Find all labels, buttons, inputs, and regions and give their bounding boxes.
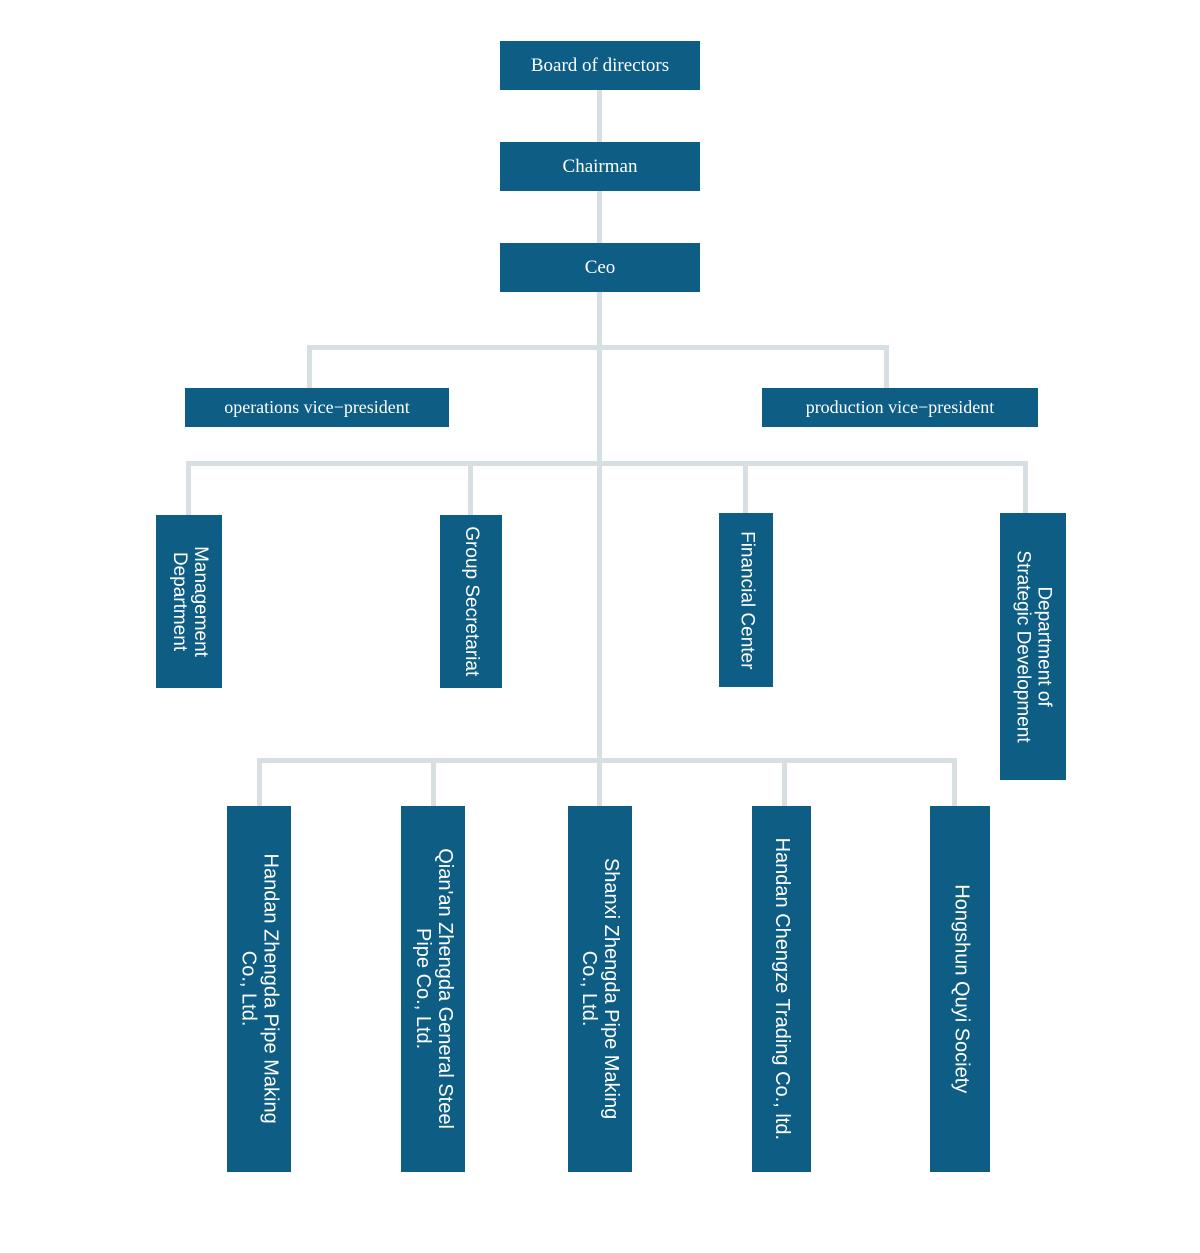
node-board-of-directors[interactable]: Board of directors [500,41,700,90]
node-qianan-zhengda-general-steel-pipe[interactable]: Qian'an Zhengda General Steel Pipe Co., … [401,806,465,1172]
connector-vp-bus [307,345,889,350]
node-group-secretariat[interactable]: Group Secretariat [440,515,502,688]
connector-drop-management-department [186,461,191,515]
node-label-financial-center: Financial Center [736,530,758,670]
connector-board-to-chairman [597,90,602,142]
node-label-management-department: Management Department [169,546,211,657]
node-operations-vice-president[interactable]: operations vice−president [185,388,449,427]
node-ceo[interactable]: Ceo [500,243,700,292]
node-label-department-of-strategic-development: Department of Strategic Development [1013,550,1055,743]
connector-ceo-trunk-lower [597,466,602,762]
node-label-group-secretariat: Group Secretariat [461,526,483,677]
node-label-ceo: Ceo [584,256,616,278]
node-handan-chengze-trading[interactable]: Handan Chengze Trading Co., ltd. [752,806,811,1172]
node-label-handan-chengze-trading: Handan Chengze Trading Co., ltd. [771,837,794,1141]
connector-drop-group-secretariat [468,461,473,515]
connector-department-bus [186,461,1028,466]
connector-drop-hongshun-quyi [952,758,957,806]
node-label-board-of-directors: Board of directors [530,54,670,76]
node-chairman[interactable]: Chairman [500,142,700,191]
node-label-shanxi-zhengda-pipe-making: Shanxi Zhengda Pipe Making Co., Ltd. [579,858,623,1120]
node-department-of-strategic-development[interactable]: Department of Strategic Development [1000,513,1066,780]
node-label-operations-vice-president: operations vice−president [224,397,410,418]
node-label-production-vice-president: production vice−president [805,397,995,418]
node-label-qianan-zhengda-general-steel-pipe: Qian'an Zhengda General Steel Pipe Co., … [412,848,456,1130]
connector-ceo-trunk [597,292,602,466]
connector-drop-production-vp [884,345,889,388]
node-label-chairman: Chairman [562,155,638,177]
connector-drop-strategic-development [1023,461,1028,513]
connector-drop-operations-vp [307,345,312,388]
connector-drop-qianan-zhengda [431,758,436,806]
node-handan-zhengda-pipe-making[interactable]: Handan Zhengda Pipe Making Co., Ltd. [227,806,291,1172]
connector-chairman-to-ceo [597,191,602,243]
connector-drop-handan-chengze [782,758,787,806]
connector-subsidiary-bus [257,758,957,763]
node-label-handan-zhengda-pipe-making: Handan Zhengda Pipe Making Co., Ltd. [238,853,282,1125]
node-production-vice-president[interactable]: production vice−president [762,388,1038,427]
node-financial-center[interactable]: Financial Center [719,513,773,687]
node-shanxi-zhengda-pipe-making[interactable]: Shanxi Zhengda Pipe Making Co., Ltd. [568,806,632,1172]
node-management-department[interactable]: Management Department [156,515,222,688]
connector-drop-shanxi-zhengda [597,758,602,806]
node-label-hongshun-quyi-society: Hongshun Quyi Society [949,884,972,1094]
connector-drop-handan-zhengda [257,758,262,806]
connector-drop-financial-center [743,461,748,513]
node-hongshun-quyi-society[interactable]: Hongshun Quyi Society [930,806,990,1172]
